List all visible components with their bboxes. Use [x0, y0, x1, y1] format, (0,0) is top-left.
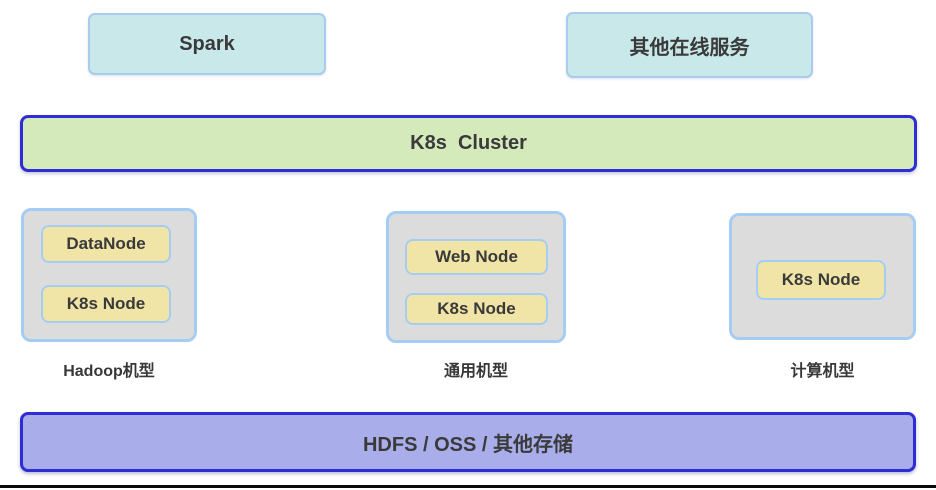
storage-bar-label: HDFS / OSS / 其他存储: [362, 433, 574, 456]
k8s-node-box-compute: K8s Node: [756, 260, 886, 300]
k8s-node-label-general: K8s Node: [437, 299, 516, 318]
spark-service-box: Spark: [88, 13, 326, 75]
general-group-caption: 通用机型: [443, 363, 508, 380]
bottom-divider-line: [0, 485, 936, 488]
datanode-label: DataNode: [66, 234, 146, 253]
hadoop-machine-group: DataNode K8s Node: [21, 208, 197, 342]
k8s-cluster-bar: K8s Cluster: [20, 115, 917, 172]
datanode-box: DataNode: [41, 225, 171, 263]
web-node-label: Web Node: [435, 247, 518, 266]
k8s-node-label-hadoop: K8s Node: [66, 294, 146, 313]
k8s-node-box-general: K8s Node: [405, 293, 548, 325]
storage-bar: HDFS / OSS / 其他存储: [20, 412, 916, 472]
web-node-box: Web Node: [405, 239, 548, 275]
general-machine-group: Web Node K8s Node: [386, 211, 566, 343]
compute-machine-group: K8s Node: [729, 213, 916, 340]
k8s-node-box-hadoop: K8s Node: [41, 285, 171, 323]
other-online-services-label: 其他在线服务: [629, 36, 750, 59]
hadoop-group-caption: Hadoop机型: [63, 363, 155, 380]
spark-service-label: Spark: [179, 32, 235, 55]
k8s-node-label-compute: K8s Node: [781, 270, 861, 289]
k8s-cluster-label: K8s Cluster: [410, 132, 527, 154]
other-online-services-box: 其他在线服务: [566, 12, 813, 78]
compute-group-caption: 计算机型: [790, 363, 855, 380]
